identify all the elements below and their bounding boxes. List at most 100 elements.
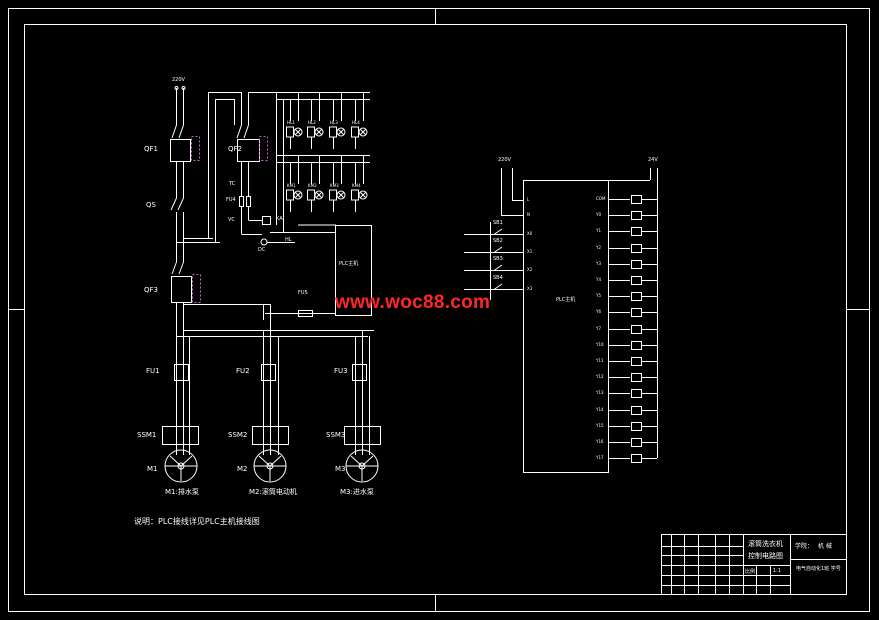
output-relay-coil [631, 422, 642, 431]
lamp-switch-box [329, 189, 337, 201]
plc-output-pin: Y7 [596, 325, 601, 331]
output-relay-coil [631, 438, 642, 447]
motor-m2-desc: M2:滚筒电动机 [249, 488, 297, 496]
output-relay-coil [631, 373, 642, 382]
plc-output-pin: Y2 [596, 244, 601, 250]
plc-output-pin: Y3 [596, 260, 601, 266]
voltage-220v-left: 220V [172, 77, 185, 83]
motor-m1-desc: M1:排水泵 [165, 488, 199, 496]
watermark-text: www.woc88.com [335, 292, 491, 313]
lamp-cross [315, 128, 323, 136]
qf1-aux [191, 136, 200, 161]
breaker-qf2-label: QF2 [228, 145, 242, 153]
output-relay-coil [631, 260, 642, 269]
plc-main-left-label: PLC主机 [339, 261, 359, 267]
motor-m1 [162, 426, 199, 483]
lamp-label: KM3 [330, 183, 339, 188]
lamp-label: KM2 [308, 183, 317, 188]
output-relay-coil [631, 244, 642, 253]
output-relay-coil [631, 389, 642, 398]
plc-input-pin: X1 [527, 249, 533, 254]
title-block-scale-label: 比例 [745, 569, 756, 575]
output-relay-coil [631, 292, 642, 301]
lamp-cross [294, 191, 302, 199]
plc-output-pin: Y12 [596, 373, 604, 379]
plc-host-box [523, 180, 609, 473]
plc-output-pin: Y17 [596, 454, 604, 460]
title-block-school-name: 机 械 [818, 543, 832, 550]
title-block-scale-value: 1:1 [773, 568, 782, 574]
title-block [661, 534, 847, 595]
output-relay-coil [631, 276, 642, 285]
input-switch-contact [493, 283, 503, 290]
motor-m3-label: M3 [335, 465, 346, 473]
dc-label: DC [258, 247, 266, 253]
input-switch-contact [493, 228, 503, 235]
contactor-ssm3-label: SSM3 [326, 431, 346, 439]
plc-output-pin: Y10 [596, 341, 604, 347]
qf2-aux [259, 136, 268, 161]
breaker-qf3-label: QF3 [144, 286, 158, 294]
input-switch-label: SB4 [493, 275, 503, 281]
plc-output-pin: Y6 [596, 308, 601, 314]
plc-input-pin: L [527, 197, 530, 202]
lamp-cross [359, 128, 367, 136]
lamp-switch-box [286, 126, 294, 138]
voltage-24v: 24V [648, 157, 658, 163]
plc-input-pin: N [527, 212, 530, 217]
input-switch-label: SB1 [493, 220, 503, 226]
lamp-cross [315, 191, 323, 199]
output-relay-coil [631, 357, 642, 366]
ka-label: KA [276, 216, 283, 222]
input-switch-contact [493, 246, 503, 253]
contactor-ssm2-label: SSM2 [228, 431, 248, 439]
wiring-note: 说明：PLC接线详见PLC主机接线图 [134, 517, 260, 526]
lamp-switch-box [351, 189, 359, 201]
plc-input-pin: X3 [527, 286, 533, 291]
output-relay-coil [631, 211, 642, 220]
plc-output-pin: Y4 [596, 276, 601, 282]
plc-output-pin: Y5 [596, 292, 601, 298]
lamp-label: HL3 [330, 120, 338, 125]
hl-label: HL [285, 237, 292, 243]
title-block-drawing-title-1: 滚筒洗衣机 [748, 540, 783, 548]
output-relay-coil [631, 341, 642, 350]
title-block-school-label: 学院： [795, 543, 814, 550]
fuse-fu1-label: FU1 [146, 367, 160, 375]
plc-output-pin: Y16 [596, 438, 604, 444]
qf3-aux [192, 274, 201, 303]
lamp-label: HL4 [352, 120, 360, 125]
plc-output-pin: Y13 [596, 389, 604, 395]
lamp-switch-box [329, 126, 337, 138]
lamp-cross [294, 128, 302, 136]
contactor-ssm1-label: SSM1 [137, 431, 157, 439]
output-relay-coil [631, 325, 642, 334]
transformer-tc-label: TC [229, 181, 236, 187]
output-relay-coil [631, 454, 642, 463]
motor-m2-label: M2 [237, 465, 248, 473]
switch-qs-label: QS [146, 201, 156, 209]
input-switch-contact [493, 264, 503, 271]
plc-output-pin: COM [596, 195, 606, 201]
plc-output-pin: Y11 [596, 357, 604, 363]
fuse-fu4-label: FU4 [226, 197, 236, 203]
lamp-cross [359, 191, 367, 199]
plc-output-pin: Y15 [596, 422, 604, 428]
motor-m3-desc: M3:进水泵 [340, 488, 374, 496]
lamp-label: HL2 [308, 120, 316, 125]
plc-main-right-label: PLC主机 [556, 297, 576, 303]
plc-input-pin: X0 [527, 231, 533, 236]
breaker-qf1-label: QF1 [144, 145, 158, 153]
motor-m1-label: M1 [147, 465, 158, 473]
lamp-switch-box [307, 126, 315, 138]
output-relay-coil [631, 308, 642, 317]
plc-output-rows [493, 195, 657, 463]
lamp-groups [286, 92, 368, 212]
motor-m2 [252, 426, 289, 483]
motor-m3 [344, 426, 381, 483]
lamp-switch-box [286, 189, 294, 201]
lamp-label: HL1 [287, 120, 295, 125]
output-relay-coil [631, 406, 642, 415]
